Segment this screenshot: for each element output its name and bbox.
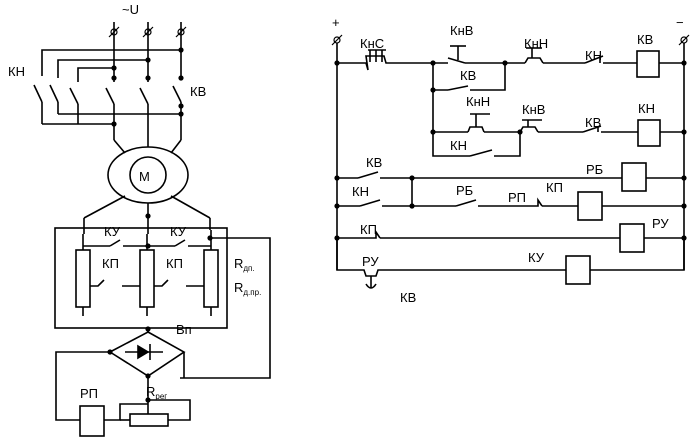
motor	[83, 139, 211, 219]
kn-kv-contacts	[33, 84, 184, 140]
kn-contact-label: КН	[8, 64, 25, 79]
kv-coil-label: КВ	[637, 32, 653, 47]
minus-label: −	[676, 15, 684, 30]
kn-coil-label: КН	[638, 101, 655, 116]
kv-limit-label: КВ	[400, 290, 416, 305]
kn-r2-label: КН	[450, 138, 467, 153]
kv-r3-label: КВ	[366, 155, 382, 170]
rp-contact-label: РП	[508, 190, 526, 205]
knn-top-label: КнН	[524, 36, 548, 51]
rb-contact-label: РБ	[456, 183, 473, 198]
kp-label-2: КП	[166, 256, 183, 271]
kp-coil-label: КП	[546, 180, 563, 195]
knv-mid-label: КнВ	[522, 102, 545, 117]
r-reg-label: Rрег	[146, 384, 167, 401]
kp-r-label: КП	[360, 222, 377, 237]
kns-label: КнС	[360, 36, 384, 51]
vp-label: Вп	[176, 322, 192, 337]
ku-coil-label: КУ	[528, 250, 545, 265]
power-circuit: ~U	[8, 2, 271, 437]
r-dpr-label: Rд.пр.	[234, 280, 261, 297]
knn-mid-label: КнН	[466, 94, 490, 109]
ru-coil-label: РУ	[652, 216, 669, 231]
rectifier-bridge	[55, 326, 186, 421]
row-kv-coil	[334, 45, 687, 78]
knv-top-label: КнВ	[450, 23, 473, 38]
supply-label: ~U	[122, 2, 139, 17]
motor-label: М	[139, 169, 150, 184]
ku-label-2: КУ	[170, 224, 187, 239]
phase-wiring	[41, 38, 184, 82]
kv-contact-label: КВ	[190, 84, 206, 99]
row-kp-coil	[334, 191, 687, 221]
ku-label-1: КУ	[104, 224, 121, 239]
row-ru-coil	[334, 223, 687, 253]
ru-contact-label: РУ	[362, 254, 379, 269]
plus-label: +	[332, 15, 340, 30]
kv-hold-label: КВ	[460, 68, 476, 83]
kv-r2-label: КВ	[585, 115, 601, 130]
rp-label: РП	[80, 386, 98, 401]
kn-r1-label: КН	[585, 48, 602, 63]
row-kn-coil	[430, 90, 687, 157]
control-circuit: + −	[331, 15, 690, 305]
row-ku-coil	[336, 238, 685, 289]
supply-terminals	[108, 22, 187, 38]
rotor-resistors	[54, 213, 271, 379]
kp-label-1: КП	[102, 256, 119, 271]
r-dp-label: Rдп.	[234, 256, 255, 273]
rb-coil-label: РБ	[586, 162, 603, 177]
kn-r3-label: КН	[352, 184, 369, 199]
row-rb-coil	[334, 162, 687, 206]
rp-relay	[79, 397, 191, 437]
